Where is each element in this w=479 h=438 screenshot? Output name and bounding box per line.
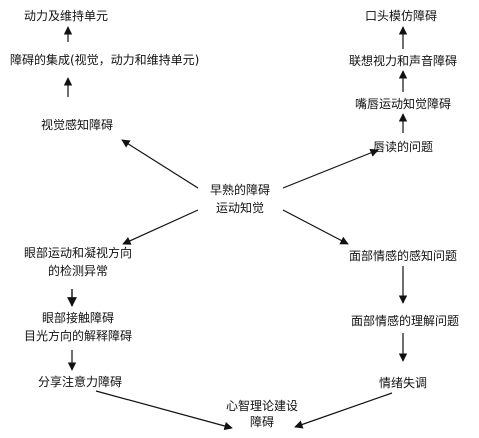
node-lip-motion-label: 嘴唇运动知觉障碍: [354, 97, 452, 111]
node-lipreading: 唇读的问题: [373, 139, 433, 155]
node-emotion-dysregulation-label: 情绪失调: [378, 376, 428, 390]
node-integration: 障碍的集成(视觉，动力和维持单元): [10, 52, 199, 68]
node-face-emotion-understanding-label: 面部情感的理解问题: [350, 314, 460, 328]
node-face-emotion-perception: 面部情感的感知问题: [349, 248, 457, 264]
node-eye-contact: 眼部接触障碍 目光方向的解释障碍: [24, 310, 132, 344]
node-oral-imitation: 口头模仿障碍: [365, 8, 437, 24]
node-joint-attention: 分享注意力障碍: [38, 374, 122, 390]
node-face-emotion-understanding: 面部情感的理解问题: [351, 313, 459, 329]
node-av-association-label: 联想视力和声音障碍: [348, 54, 458, 68]
node-visual-perception-label: 视觉感知障碍: [40, 118, 114, 132]
node-theory-of-mind-line2: 障碍: [249, 415, 275, 429]
node-eye-movement-line2: 的检测异常: [47, 264, 109, 278]
node-theory-of-mind-line1: 心智理论建设: [225, 399, 299, 413]
node-av-association: 联想视力和声音障碍: [349, 53, 457, 69]
node-theory-of-mind: 心智理论建设 障碍: [226, 398, 298, 430]
arrow-center-to-lipreading: [282, 148, 379, 189]
node-lipreading-label: 唇读的问题: [372, 140, 434, 154]
arrow-joint-attention-to-tom: [95, 390, 233, 431]
arrow-center-to-face-emotion: [282, 209, 349, 245]
node-motor-unit: 动力及维持单元: [24, 8, 108, 24]
node-integration-label: 障碍的集成(视觉，动力和维持单元): [10, 53, 200, 67]
node-lip-motion: 嘴唇运动知觉障碍: [355, 96, 451, 112]
arrow-center-to-visual-perception: [121, 139, 199, 189]
node-center-line2: 运动知觉: [215, 201, 265, 215]
node-visual-perception: 视觉感知障碍: [41, 117, 113, 133]
node-center-line1: 早熟的障碍: [209, 183, 271, 197]
arrow-dysregulation-to-tom: [294, 392, 393, 429]
node-motor-unit-label: 动力及维持单元: [23, 9, 109, 23]
node-eye-contact-line2: 目光方向的解释障碍: [23, 329, 133, 343]
node-eye-movement-line1: 眼部运动和凝视方向: [23, 246, 133, 260]
node-center: 早熟的障碍 运动知觉: [210, 182, 270, 216]
node-eye-contact-line1: 眼部接触障碍: [41, 311, 115, 325]
node-eye-movement: 眼部运动和凝视方向 的检测异常: [24, 245, 132, 279]
node-oral-imitation-label: 口头模仿障碍: [364, 9, 438, 23]
node-emotion-dysregulation: 情绪失调: [379, 375, 427, 391]
node-face-emotion-perception-label: 面部情感的感知问题: [348, 249, 458, 263]
node-joint-attention-label: 分享注意力障碍: [37, 375, 123, 389]
arrow-center-to-eye-movement: [122, 209, 199, 245]
